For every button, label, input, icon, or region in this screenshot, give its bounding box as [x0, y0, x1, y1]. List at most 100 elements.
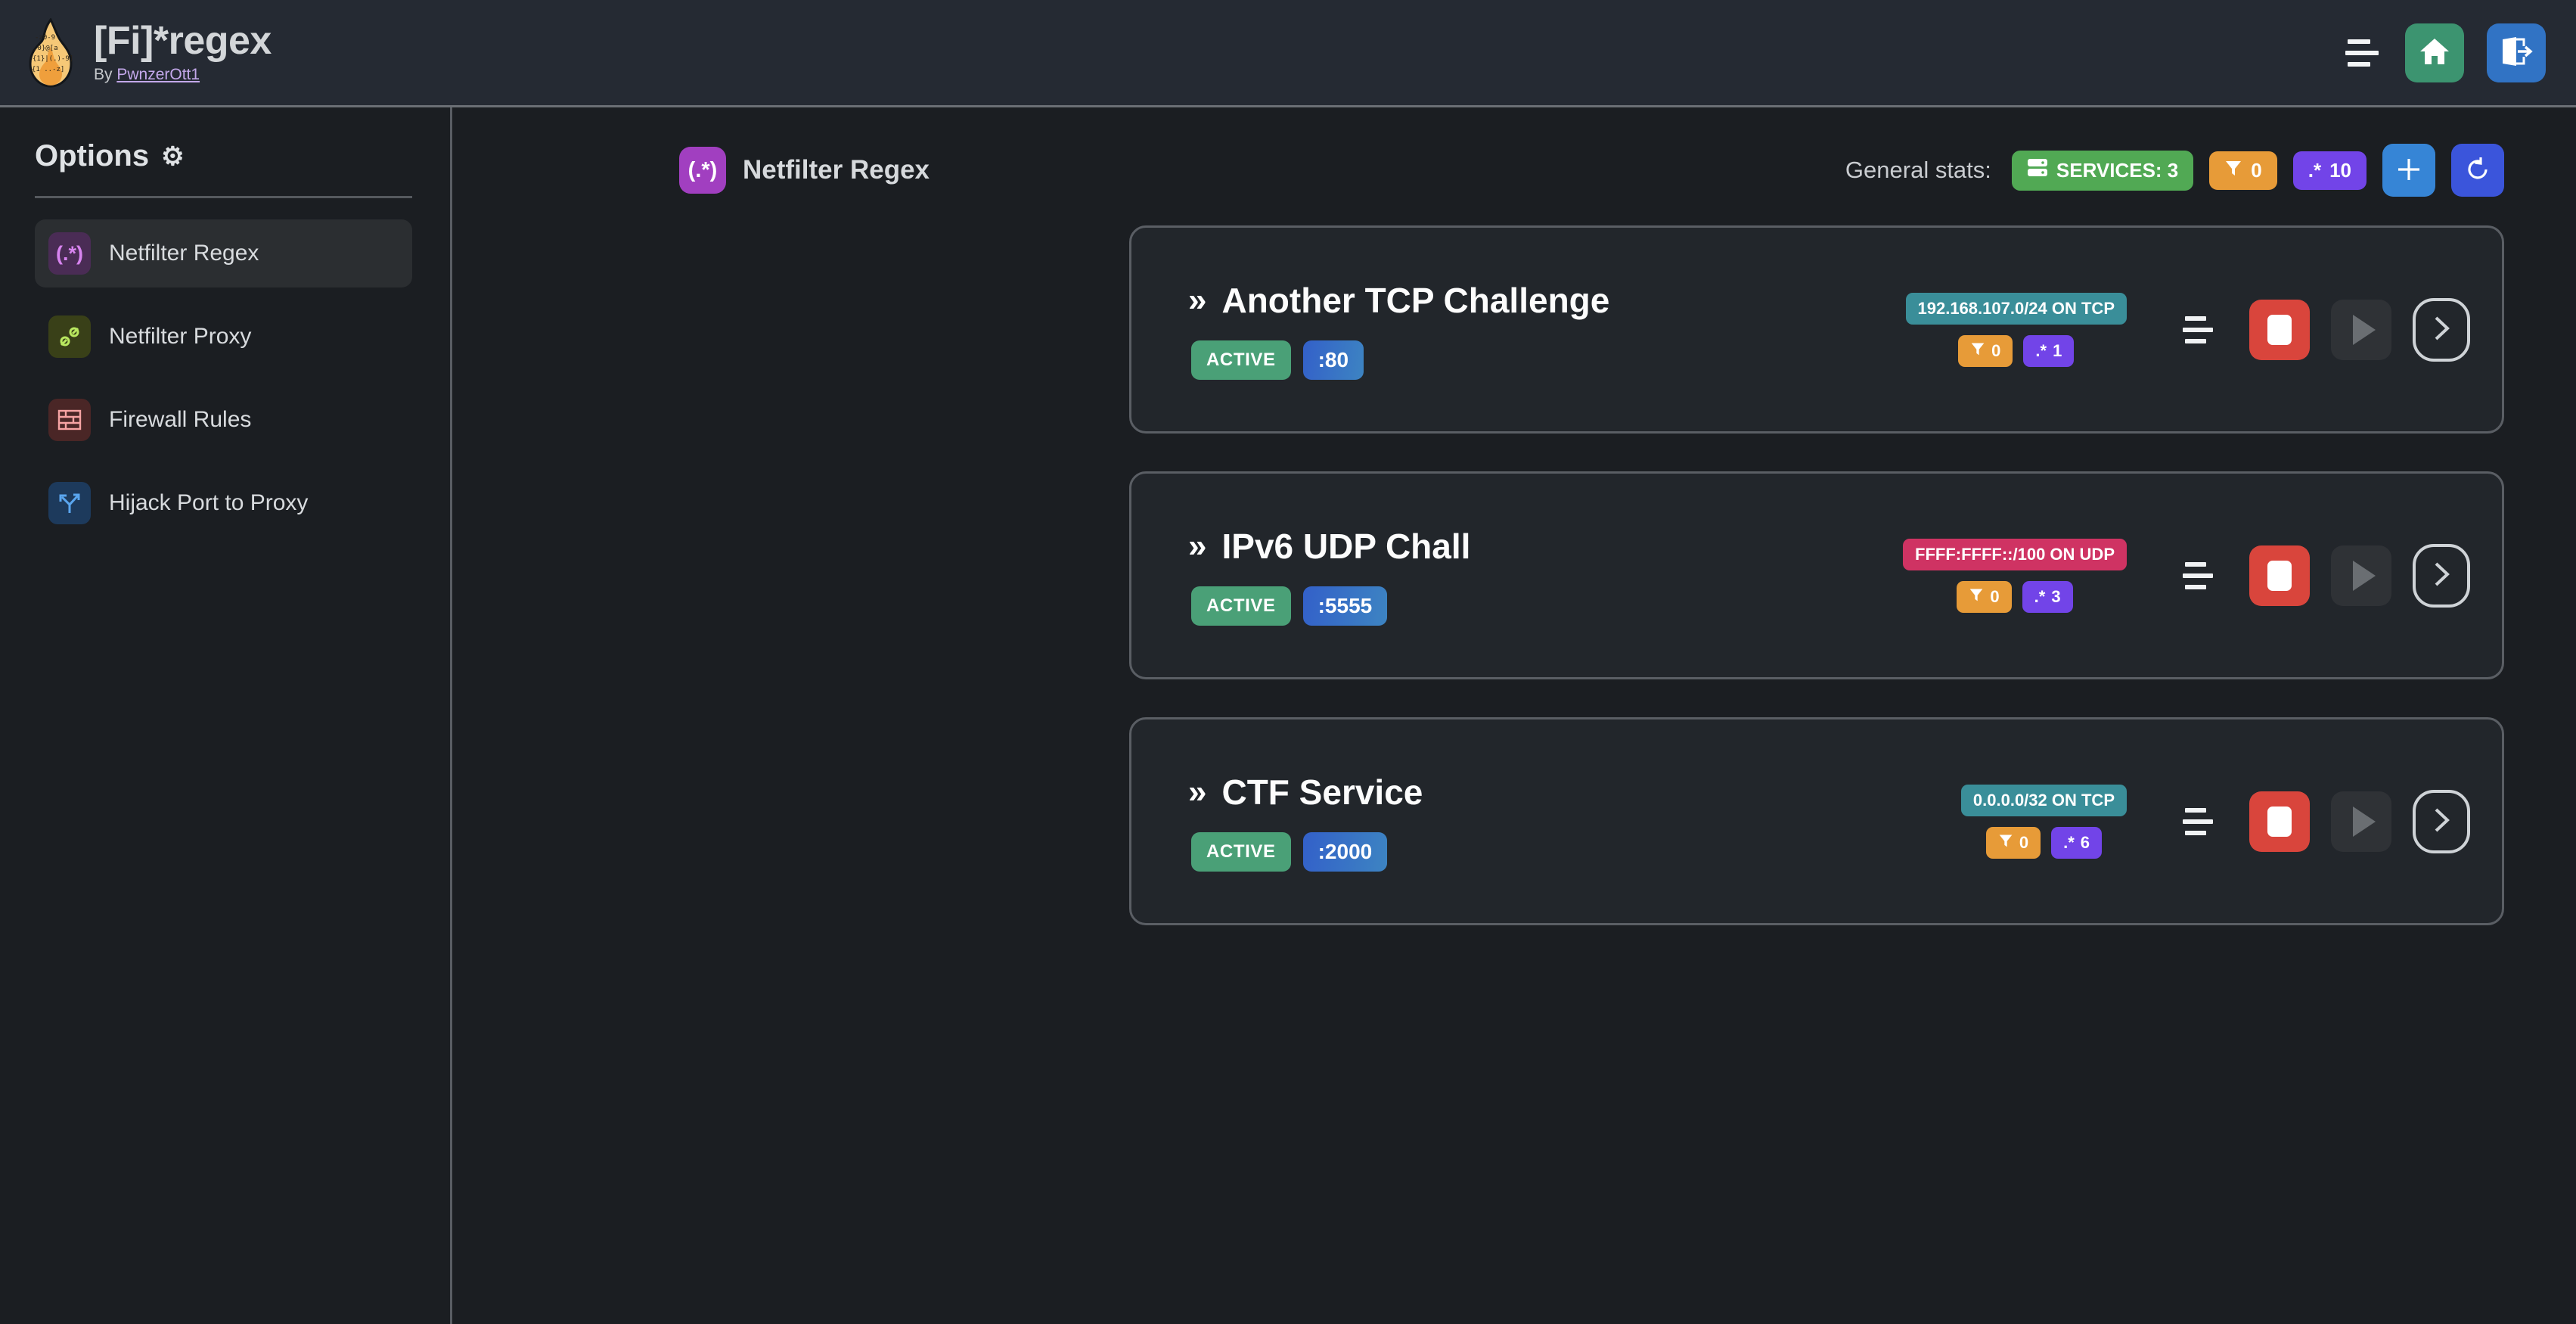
regex-count-badge: .* 6 [2051, 826, 2103, 859]
service-counters: 0 .* 3 [1957, 580, 2073, 613]
filter-icon [1970, 341, 1985, 361]
sidebar-item-hijack-port-to-proxy[interactable]: Hijack Port to Proxy [35, 469, 412, 537]
service-name: CTF Service [1221, 772, 1423, 812]
service-title: » IPv6 UDP Chall [1188, 526, 1470, 567]
service-counters: 0 .* 1 [1958, 334, 2075, 367]
port-badge: :2000 [1302, 831, 1388, 872]
stop-service-button[interactable] [2249, 299, 2310, 360]
sidebar-title-label: Options [35, 139, 150, 172]
service-network-info: FFFF:FFFF::/100 ON UDP 0 .* 3 [1903, 538, 2127, 613]
service-card-list: » Another TCP Challenge ACTIVE :80 192.1… [452, 197, 2576, 925]
service-status-row: ACTIVE :80 [1188, 340, 1609, 380]
hamburger-icon[interactable] [2342, 36, 2382, 70]
refresh-button[interactable] [2451, 144, 2504, 197]
flame-regex-logo-icon: -z0-9 ,0}@[a {1}|(.)-9] {1 ..-z] [27, 17, 74, 88]
regex-count-badge: .* 10 [2292, 151, 2367, 190]
home-icon [2419, 36, 2450, 69]
main-content: (.*) Netfilter Regex General stats: SERV… [452, 107, 2576, 1324]
sidebar-nav-list: (.*) Netfilter Regex Netfilter Proxy Fir… [35, 219, 412, 537]
double-chevron-right-icon: » [1188, 527, 1207, 564]
start-service-button[interactable] [2331, 791, 2391, 852]
sidebar-item-firewall-rules[interactable]: Firewall Rules [35, 386, 412, 454]
brand: -z0-9 ,0}@[a {1}|(.)-9] {1 ..-z] [Fi]*re… [0, 17, 272, 88]
service-card-info: » IPv6 UDP Chall ACTIVE :5555 [1131, 526, 1470, 626]
add-service-button[interactable] [2382, 144, 2435, 197]
plus-icon [2396, 157, 2422, 185]
service-card-info: » CTF Service ACTIVE :2000 [1131, 772, 1423, 872]
regex-dot-star-icon: .* [2035, 340, 2047, 360]
start-service-button[interactable] [2331, 299, 2391, 360]
network-badge: 192.168.107.0/24 ON TCP [1905, 292, 2127, 325]
gear-icon[interactable]: ⚙ [161, 141, 185, 171]
filter-count-text: 0 [1991, 340, 2001, 360]
service-network-info: 192.168.107.0/24 ON TCP 0 .* 1 [1905, 292, 2127, 367]
top-header-actions [2342, 23, 2576, 82]
server-stack-icon [2027, 158, 2048, 183]
route-fork-icon [48, 482, 91, 524]
network-badge: FFFF:FFFF::/100 ON UDP [1903, 538, 2127, 570]
filter-count-text: 0 [2251, 158, 2262, 182]
logout-button[interactable] [2487, 23, 2546, 82]
filter-icon [1998, 833, 2013, 853]
regex-dot-star-icon: .* [2034, 586, 2046, 606]
service-status-row: ACTIVE :2000 [1188, 831, 1423, 872]
refresh-icon [2465, 157, 2491, 185]
service-card-actions: 0.0.0.0/32 ON TCP 0 .* 6 [1960, 784, 2502, 859]
open-service-button[interactable] [2413, 789, 2470, 853]
open-service-button[interactable] [2413, 543, 2470, 608]
service-card[interactable]: » Another TCP Challenge ACTIVE :80 192.1… [1129, 225, 2504, 434]
service-name: IPv6 UDP Chall [1221, 526, 1471, 566]
filter-count-text: 0 [2019, 832, 2029, 852]
chevron-right-icon [2429, 559, 2453, 592]
service-card[interactable]: » IPv6 UDP Chall ACTIVE :5555 FFFF:FFFF:… [1129, 471, 2504, 679]
open-service-button[interactable] [2413, 297, 2470, 362]
byline-prefix: By [94, 66, 117, 84]
sidebar-item-netfilter-proxy[interactable]: Netfilter Proxy [35, 303, 412, 371]
regex-dot-star-icon: .* [2308, 158, 2322, 182]
sidebar-item-label: Firewall Rules [109, 407, 252, 432]
general-stats: General stats: SERVICES: 3 [1845, 144, 2504, 197]
sidebar-item-label: Hijack Port to Proxy [109, 490, 309, 515]
service-status-row: ACTIVE :5555 [1188, 586, 1470, 626]
drag-handle-icon[interactable] [2177, 800, 2219, 844]
general-stats-label: General stats: [1845, 157, 1991, 183]
regex-icon: (.*) [679, 147, 726, 194]
service-card-actions: 192.168.107.0/24 ON TCP 0 .* 1 [1905, 292, 2503, 367]
stop-icon [2267, 806, 2292, 837]
service-card[interactable]: » CTF Service ACTIVE :2000 0.0.0.0/32 ON… [1129, 717, 2504, 925]
filter-count-badge: 0 [1957, 580, 2012, 613]
port-badge: :80 [1302, 340, 1364, 380]
app-byline: By PwnzerOtt1 [94, 66, 272, 84]
filter-count-badge: 0 [1985, 826, 2041, 859]
status-badge: ACTIVE [1191, 586, 1291, 626]
start-service-button[interactable] [2331, 545, 2391, 606]
service-title: » CTF Service [1188, 772, 1423, 813]
sidebar-item-label: Netfilter Proxy [109, 324, 252, 349]
svg-text:,0}@[a: ,0}@[a [33, 45, 58, 52]
network-badge: 0.0.0.0/32 ON TCP [1960, 784, 2127, 816]
service-card-info: » Another TCP Challenge ACTIVE :80 [1131, 280, 1609, 380]
regex-icon: (.*) [48, 232, 91, 275]
svg-text:{1}|(.)-9]: {1}|(.)-9] [33, 55, 73, 63]
top-header-bar: -z0-9 ,0}@[a {1}|(.)-9] {1 ..-z] [Fi]*re… [0, 0, 2576, 107]
brick-wall-icon [48, 399, 91, 441]
stop-service-button[interactable] [2249, 545, 2310, 606]
stop-icon [2267, 314, 2292, 345]
stop-service-button[interactable] [2249, 791, 2310, 852]
filter-icon [2224, 159, 2242, 182]
regex-count-text: 3 [2051, 586, 2061, 606]
author-link[interactable]: PwnzerOtt1 [116, 66, 200, 84]
play-icon [2352, 314, 2376, 345]
drag-handle-icon[interactable] [2177, 554, 2219, 598]
home-button[interactable] [2405, 23, 2464, 82]
play-icon [2352, 806, 2376, 837]
service-name: Another TCP Challenge [1221, 280, 1610, 320]
drag-handle-icon[interactable] [2177, 308, 2219, 352]
sidebar-item-netfilter-regex[interactable]: (.*) Netfilter Regex [35, 219, 412, 287]
app-title: [Fi]*regex [94, 18, 272, 63]
filter-count-badge: 0 [2209, 151, 2277, 190]
sidebar: Options ⚙ (.*) Netfilter Regex Netfilter… [0, 107, 452, 1324]
regex-count-badge: .* 1 [2023, 334, 2075, 367]
brand-text: [Fi]*regex By PwnzerOtt1 [94, 18, 272, 84]
sidebar-divider [35, 196, 412, 198]
